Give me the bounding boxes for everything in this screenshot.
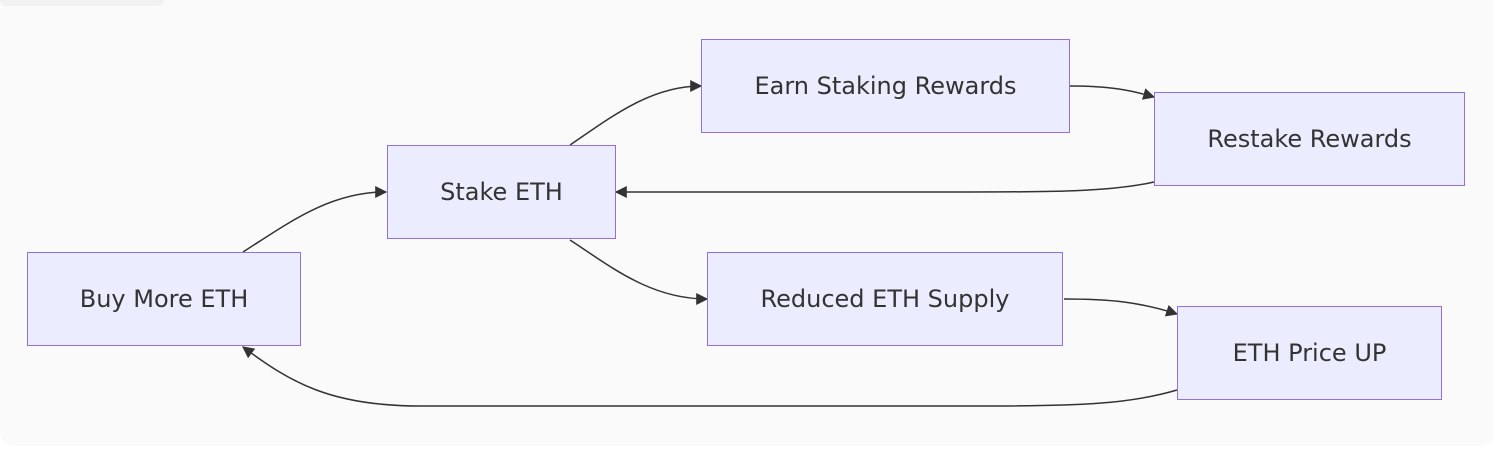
- node-reduced-eth-supply: Reduced ETH Supply: [707, 252, 1063, 346]
- edge-price-to-buy: [242, 346, 1178, 407]
- edge-reduced-to-price: [1063, 298, 1179, 317]
- edge-stake-to-earn: [569, 80, 703, 146]
- node-label: Restake Rewards: [1207, 125, 1412, 153]
- node-label: Buy More ETH: [79, 285, 249, 313]
- node-label: ETH Price UP: [1232, 339, 1387, 367]
- node-stake-eth: Stake ETH: [387, 145, 616, 239]
- diagram-canvas: Buy More ETH Stake ETH Earn Staking Rewa…: [0, 0, 1465, 407]
- node-label: Stake ETH: [440, 178, 563, 206]
- edge-restake-to-stake: [614, 181, 1155, 198]
- edge-buy-to-stake: [242, 186, 388, 253]
- node-restake-rewards: Restake Rewards: [1154, 92, 1465, 186]
- node-label: Earn Staking Rewards: [754, 72, 1017, 100]
- node-earn-staking-rewards: Earn Staking Rewards: [701, 39, 1070, 133]
- top-tab: [0, 0, 164, 6]
- node-buy-more-eth: Buy More ETH: [27, 252, 301, 346]
- node-label: Reduced ETH Supply: [760, 285, 1010, 313]
- edge-stake-to-reduced: [569, 239, 709, 305]
- edge-earn-to-restake: [1069, 85, 1156, 100]
- node-eth-price-up: ETH Price UP: [1177, 306, 1442, 400]
